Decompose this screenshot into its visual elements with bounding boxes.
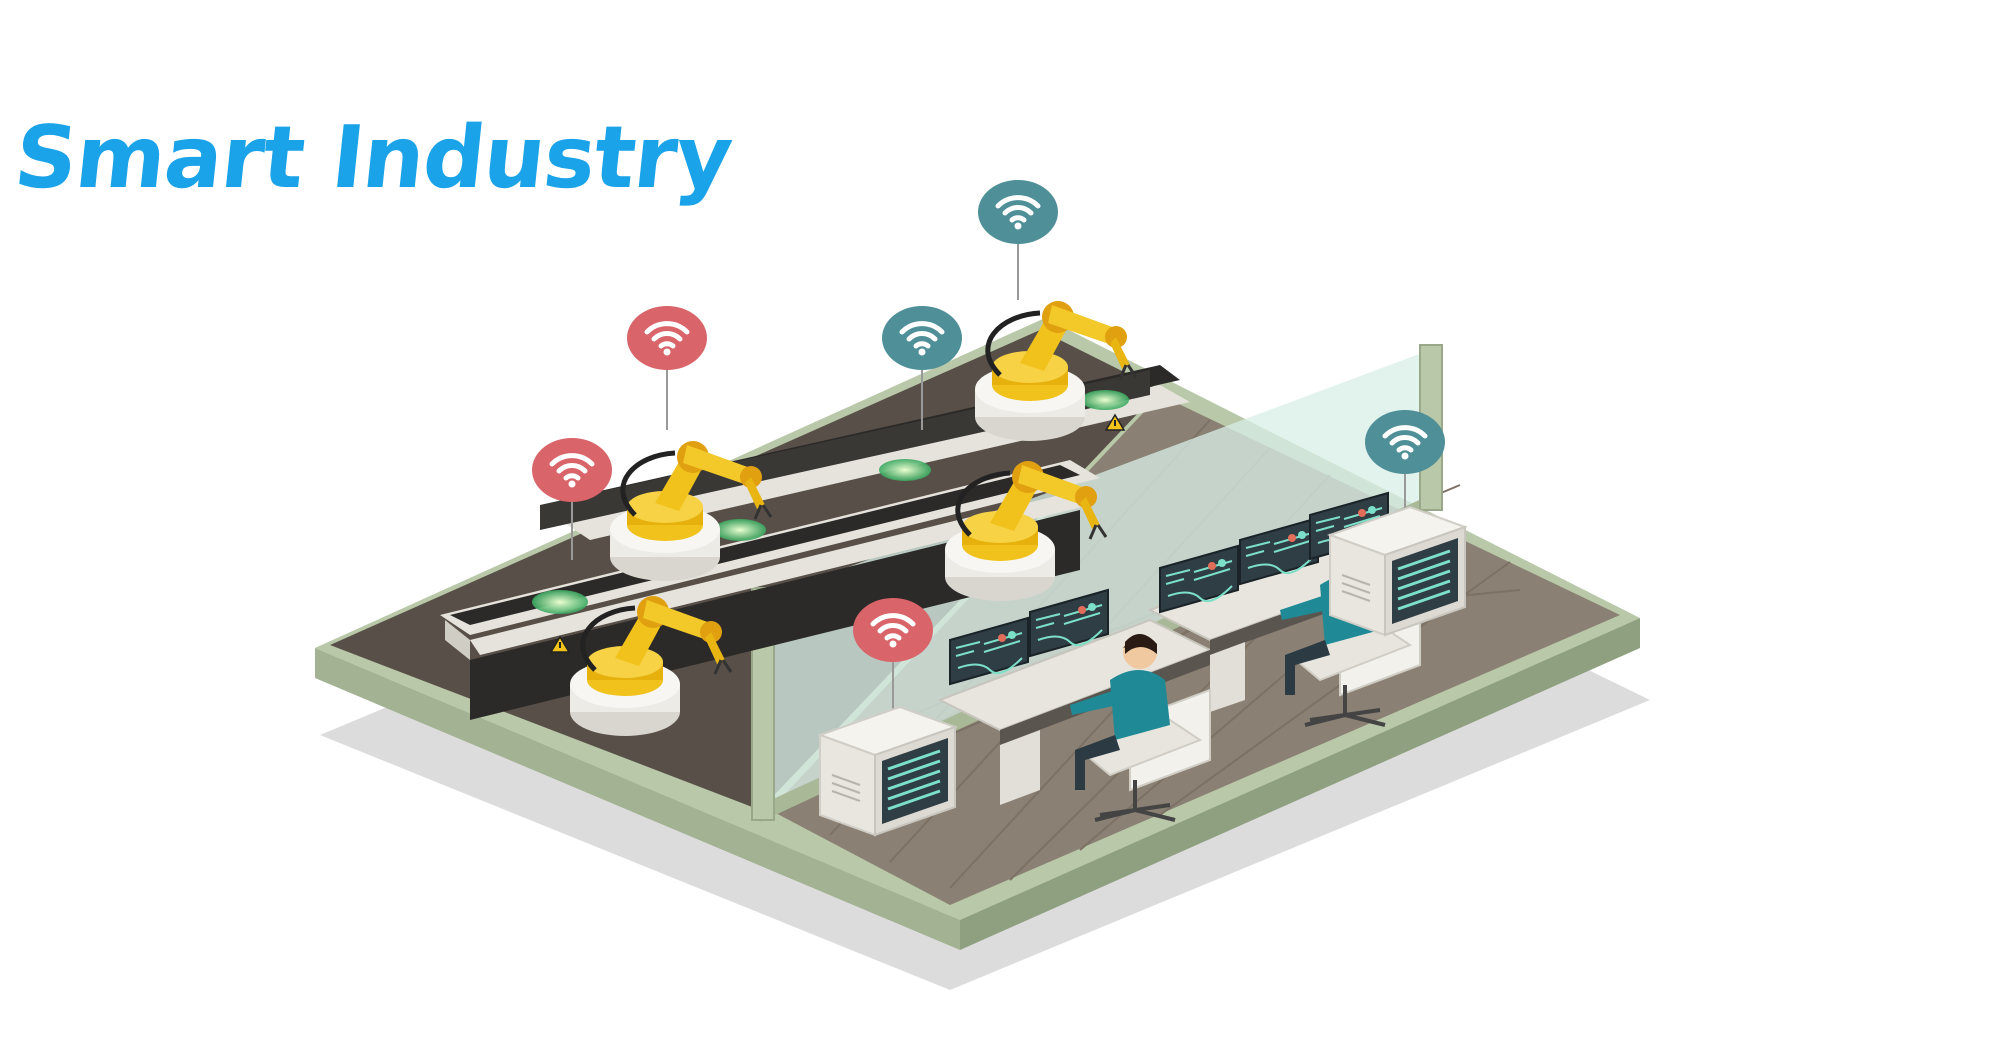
wifi-icon	[978, 180, 1058, 300]
glass-wall	[760, 350, 1430, 820]
wifi-icon	[627, 306, 707, 430]
wifi-icon	[532, 438, 612, 560]
circuit-boards	[532, 390, 1129, 653]
base-slab-front-right	[960, 618, 1640, 950]
conveyor-front	[440, 460, 1100, 720]
wifi-icon	[882, 306, 962, 430]
base-slab-front-left	[315, 648, 960, 950]
